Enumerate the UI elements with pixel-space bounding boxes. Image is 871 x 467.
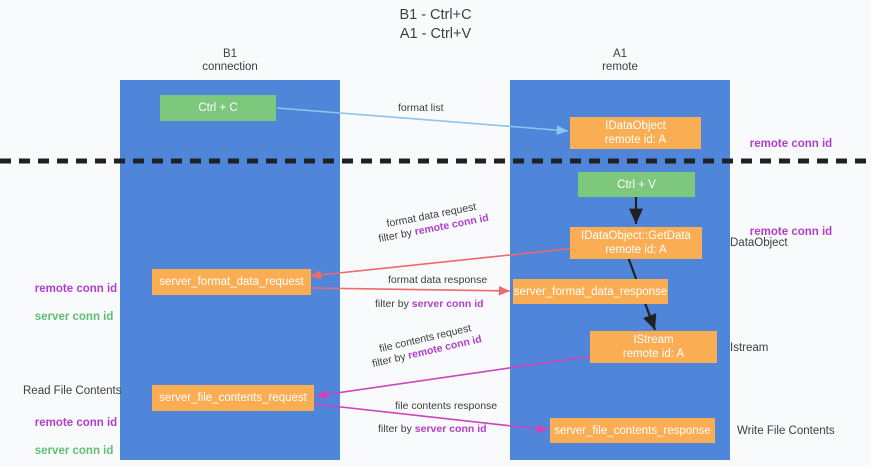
node-server-file-contents-response[interactable]: server_file_contents_response	[550, 418, 715, 443]
left-server-conn-id-2: server conn id	[34, 445, 114, 457]
filter-prefix: filter by	[371, 350, 410, 371]
filter-prefix: filter by	[375, 298, 412, 310]
node-getdata-label: IDataObject::GetData	[581, 230, 691, 242]
node-server-file-contents-request-label: server_file_contents_request	[159, 392, 307, 404]
filter-prefix: filter by	[377, 226, 416, 246]
side-label-read-file-contents: Read File Contents	[23, 385, 122, 397]
node-istream-label: IStream	[633, 334, 674, 346]
node-getdata-sublabel: remote id: A	[605, 244, 667, 256]
node-ctrl-c[interactable]: Ctrl + C	[160, 95, 276, 121]
filter-key-server-conn-id: server conn id	[411, 298, 484, 310]
edge-label-format-data-response: format data response	[388, 274, 488, 286]
side-label-dataobject: DataObject	[730, 237, 788, 249]
lane-header-a1: A1 remote	[602, 48, 638, 73]
node-ctrl-v-label: Ctrl + V	[617, 178, 656, 191]
node-istream[interactable]: IStream remote id: A	[590, 331, 717, 363]
node-getdata[interactable]: IDataObject::GetData remote id: A	[570, 227, 702, 259]
node-ctrl-v[interactable]: Ctrl + V	[578, 172, 695, 197]
filter-prefix: filter by	[378, 423, 415, 435]
side-label-right-remote-conn-id-top: remote conn id	[749, 138, 833, 150]
node-server-format-data-request[interactable]: server_format_data_request	[152, 269, 311, 295]
node-istream-sublabel: remote id: A	[622, 348, 685, 360]
left-remote-conn-id: remote conn id	[34, 283, 118, 295]
side-label-write-file-contents: Write File Contents	[737, 425, 835, 437]
node-server-format-data-request-label: server_format_data_request	[159, 276, 304, 288]
arrow-format-data-response	[311, 286, 511, 296]
side-label-left-conn-ids-2: remote conn id server conn id	[22, 402, 117, 467]
side-label-istream: Istream	[730, 342, 769, 354]
node-server-file-contents-request[interactable]: server_file_contents_request	[152, 385, 314, 411]
left-server-conn-id: server conn id	[34, 311, 114, 323]
edge-label-format-data-response-filter: filter by server conn id	[375, 297, 484, 311]
side-label-right-remote-conn-id-mid: remote conn id	[749, 226, 833, 238]
node-idataobject-label: IDataObject	[605, 120, 666, 132]
node-idataobject[interactable]: IDataObject remote id: A	[570, 117, 701, 149]
edge-label-file-contents-response-filter: filter by server conn id	[378, 422, 487, 436]
node-server-format-data-response-label: server_format_data_response	[513, 285, 668, 298]
side-label-left-conn-ids: remote conn id server conn id	[22, 268, 117, 338]
node-server-format-data-response[interactable]: server_format_data_response	[513, 279, 668, 304]
filter-key-server-conn-id: server conn id	[414, 423, 487, 435]
lane-header-b1: B1 connection	[202, 48, 258, 73]
node-ctrl-c-label: Ctrl + C	[198, 102, 238, 114]
node-idataobject-sublabel: remote id: A	[604, 134, 667, 146]
edge-label-file-contents-response: file contents response	[395, 400, 498, 412]
node-server-file-contents-response-label: server_file_contents_response	[554, 424, 711, 437]
edge-label-format-list: format list	[398, 102, 444, 114]
left-remote-conn-id-2: remote conn id	[34, 417, 118, 429]
page-title: B1 - Ctrl+C A1 - Ctrl+V	[399, 7, 472, 42]
